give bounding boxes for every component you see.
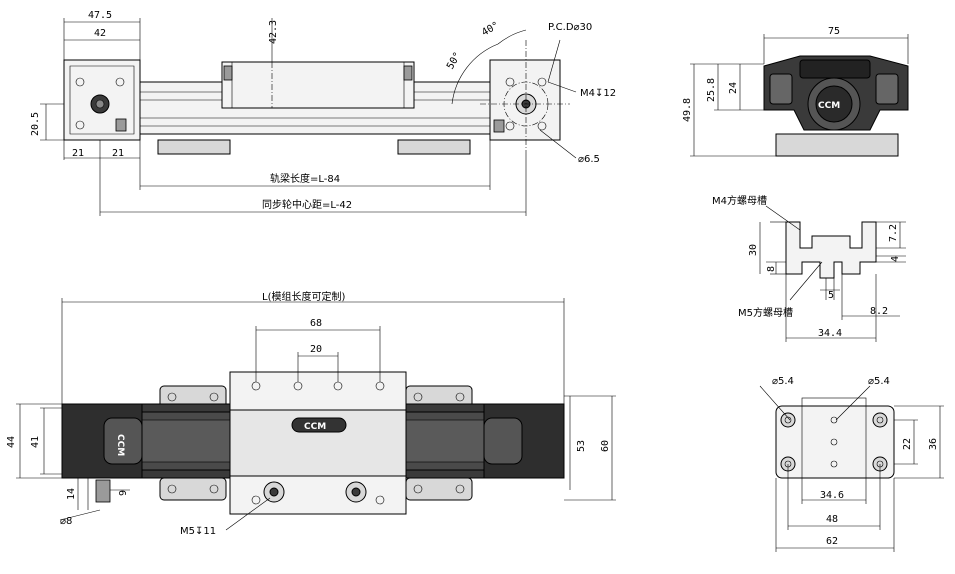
end-view-logo: CCM xyxy=(818,101,840,111)
dim-41: 41 xyxy=(30,436,41,448)
dim-36: 36 xyxy=(928,438,939,450)
angle-50: 50° xyxy=(445,50,464,71)
dim-14: 14 xyxy=(66,488,77,500)
dim-47-5: 47.5 xyxy=(88,10,112,21)
top-view: 47.5 42 42.3 20.5 21 21 40° 50° P.C.D⌀30… xyxy=(30,10,616,216)
dim-4: 4 xyxy=(890,256,901,262)
dim-20-5: 20.5 xyxy=(30,112,41,136)
dim-30: 30 xyxy=(748,244,759,256)
m5-depth-label: M5↧11 xyxy=(180,526,216,537)
dim-42: 42 xyxy=(94,28,106,39)
dim-25-8: 25.8 xyxy=(706,78,717,102)
rail-length-label: 轨梁长度=L-84 xyxy=(270,172,340,185)
dim-8-2: 8.2 xyxy=(870,306,888,317)
dim-60: 60 xyxy=(600,440,611,452)
hole-5-4-left-label: ⌀5.4 xyxy=(772,376,794,387)
hole-6-5-label: ⌀6.5 xyxy=(578,154,600,165)
dim-L: L(模组长度可定制) xyxy=(262,290,345,303)
dim-75: 75 xyxy=(828,26,840,37)
pulley-distance-label: 同步轮中心距=L-42 xyxy=(262,198,352,211)
m5-slot-label: M5方螺母槽 xyxy=(738,306,793,319)
hole-5-4-right-label: ⌀5.4 xyxy=(868,376,890,387)
dim-48: 48 xyxy=(826,514,838,525)
dim-49-8: 49.8 xyxy=(682,98,693,122)
pcd-label: P.C.D⌀30 xyxy=(548,22,592,33)
dim-9: 9 xyxy=(118,490,129,496)
dim-53: 53 xyxy=(576,440,587,452)
dim-62: 62 xyxy=(826,536,838,547)
dim-34-6: 34.6 xyxy=(820,490,844,501)
angle-40: 40° xyxy=(480,20,501,39)
dim-44: 44 xyxy=(6,436,17,448)
end-view: CCM 75 25.8 24 49.8 xyxy=(682,26,909,157)
dim-68: 68 xyxy=(310,318,322,329)
m4-depth-label: M4↧12 xyxy=(580,88,616,99)
mounting-plate: ⌀5.4 ⌀5.4 22 36 34.6 48 62 xyxy=(759,376,944,552)
dim-22: 22 xyxy=(902,438,913,450)
hole-8-label: ⌀8 xyxy=(60,516,72,527)
m4-slot-label: M4方螺母槽 xyxy=(712,194,767,207)
front-view: CCM CCM xyxy=(6,290,616,537)
dim-24: 24 xyxy=(728,82,739,94)
dim-21-b: 21 xyxy=(112,148,124,159)
front-side-logo-left: CCM xyxy=(115,434,125,456)
dim-5: 5 xyxy=(828,290,834,301)
dim-34-4: 34.4 xyxy=(818,328,842,339)
dim-7-2: 7.2 xyxy=(888,224,899,242)
dim-21-a: 21 xyxy=(72,148,84,159)
front-logo: CCM xyxy=(304,422,326,432)
dim-8: 8 xyxy=(766,266,777,272)
profile-section: M4方螺母槽 M5方螺母槽 30 8 7.2 4 5 8.2 34.4 xyxy=(712,194,906,342)
dim-42-3: 42.3 xyxy=(268,20,279,44)
dim-20-front: 20 xyxy=(310,344,322,355)
